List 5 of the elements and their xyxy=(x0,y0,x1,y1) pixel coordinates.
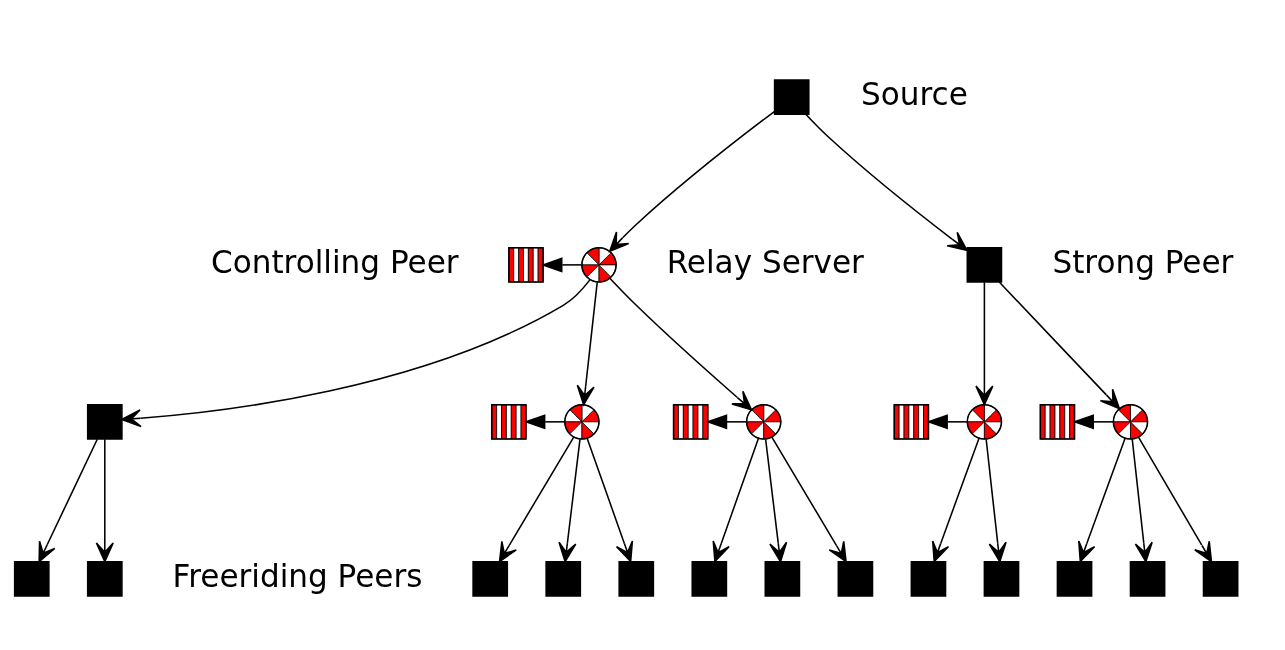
node-label: Strong Peer xyxy=(1052,243,1234,280)
node-label: Relay Server xyxy=(666,243,864,280)
label: Freeriding Peers xyxy=(172,557,423,594)
node-label: Source xyxy=(861,75,968,112)
node-label: Controlling Peer xyxy=(211,243,459,280)
